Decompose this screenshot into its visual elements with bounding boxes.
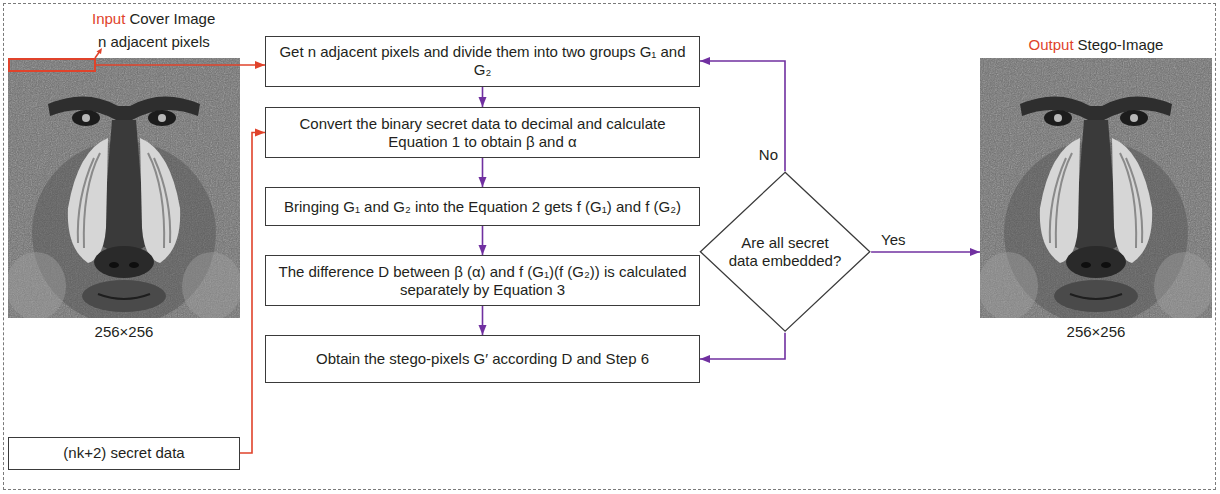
process-text: (nk+2) secret data [63, 444, 184, 462]
image-panel: InputCover Image 256×256 n adjacent pixels [8, 8, 240, 348]
process-text: Obtain the stego-pixels G′ according D a… [316, 350, 649, 368]
flow-connector [96, 64, 265, 66]
decision-diamond: Are all secret data embedded? [699, 171, 871, 332]
process-text: The difference D between β (α) and f (G₁… [272, 263, 693, 299]
size-caption: 256×256 [8, 323, 240, 341]
flow-connector [240, 133, 265, 454]
process-text: Bringing G₁ and G₂ into the Equation 2 g… [284, 198, 681, 216]
flow-connector [482, 87, 484, 108]
diamond-shape [700, 173, 869, 332]
edge-label: Yes [879, 231, 907, 249]
panel-heading: InputCover Image [92, 10, 215, 28]
process-box: Convert the binary secret data to decima… [265, 107, 700, 158]
flow-connector [482, 306, 484, 335]
baboon-picture [980, 58, 1212, 318]
edge-label: No [757, 146, 780, 164]
process-box: Obtain the stego-pixels G′ according D a… [265, 335, 700, 383]
process-text: Get n adjacent pixels and divide them in… [272, 43, 693, 79]
flow-connector [482, 226, 484, 255]
flow-connector [482, 158, 484, 187]
pixel-selection-frame: n adjacent pixels [8, 58, 96, 72]
panel-heading: OutputStego-Image [980, 36, 1212, 54]
panel-title: Cover Image [129, 10, 215, 28]
stego-image-illustration [980, 58, 1212, 318]
input-box: (nk+2) secret data [8, 437, 240, 470]
panel-title: Output [1029, 36, 1074, 54]
process-box: Get n adjacent pixels and divide them in… [265, 36, 700, 87]
process-box: The difference D between β (α) and f (G₁… [265, 255, 700, 306]
process-box: Bringing G₁ and G₂ into the Equation 2 g… [265, 187, 700, 226]
flow-connector [700, 333, 785, 359]
frame-label: n adjacent pixels [98, 33, 210, 51]
flow-connector [700, 61, 785, 171]
size-caption: 256×256 [980, 323, 1212, 341]
cover-image-illustration [8, 58, 240, 318]
baboon-picture [8, 58, 240, 318]
decision-text: Are all secret data embedded? [725, 234, 845, 270]
process-text: Convert the binary secret data to decima… [272, 115, 693, 151]
panel-title: Stego-Image [1078, 36, 1164, 54]
panel-title: Input [92, 10, 125, 28]
image-panel: OutputStego-Image 256×256 [980, 8, 1212, 348]
flow-connector [871, 251, 980, 253]
